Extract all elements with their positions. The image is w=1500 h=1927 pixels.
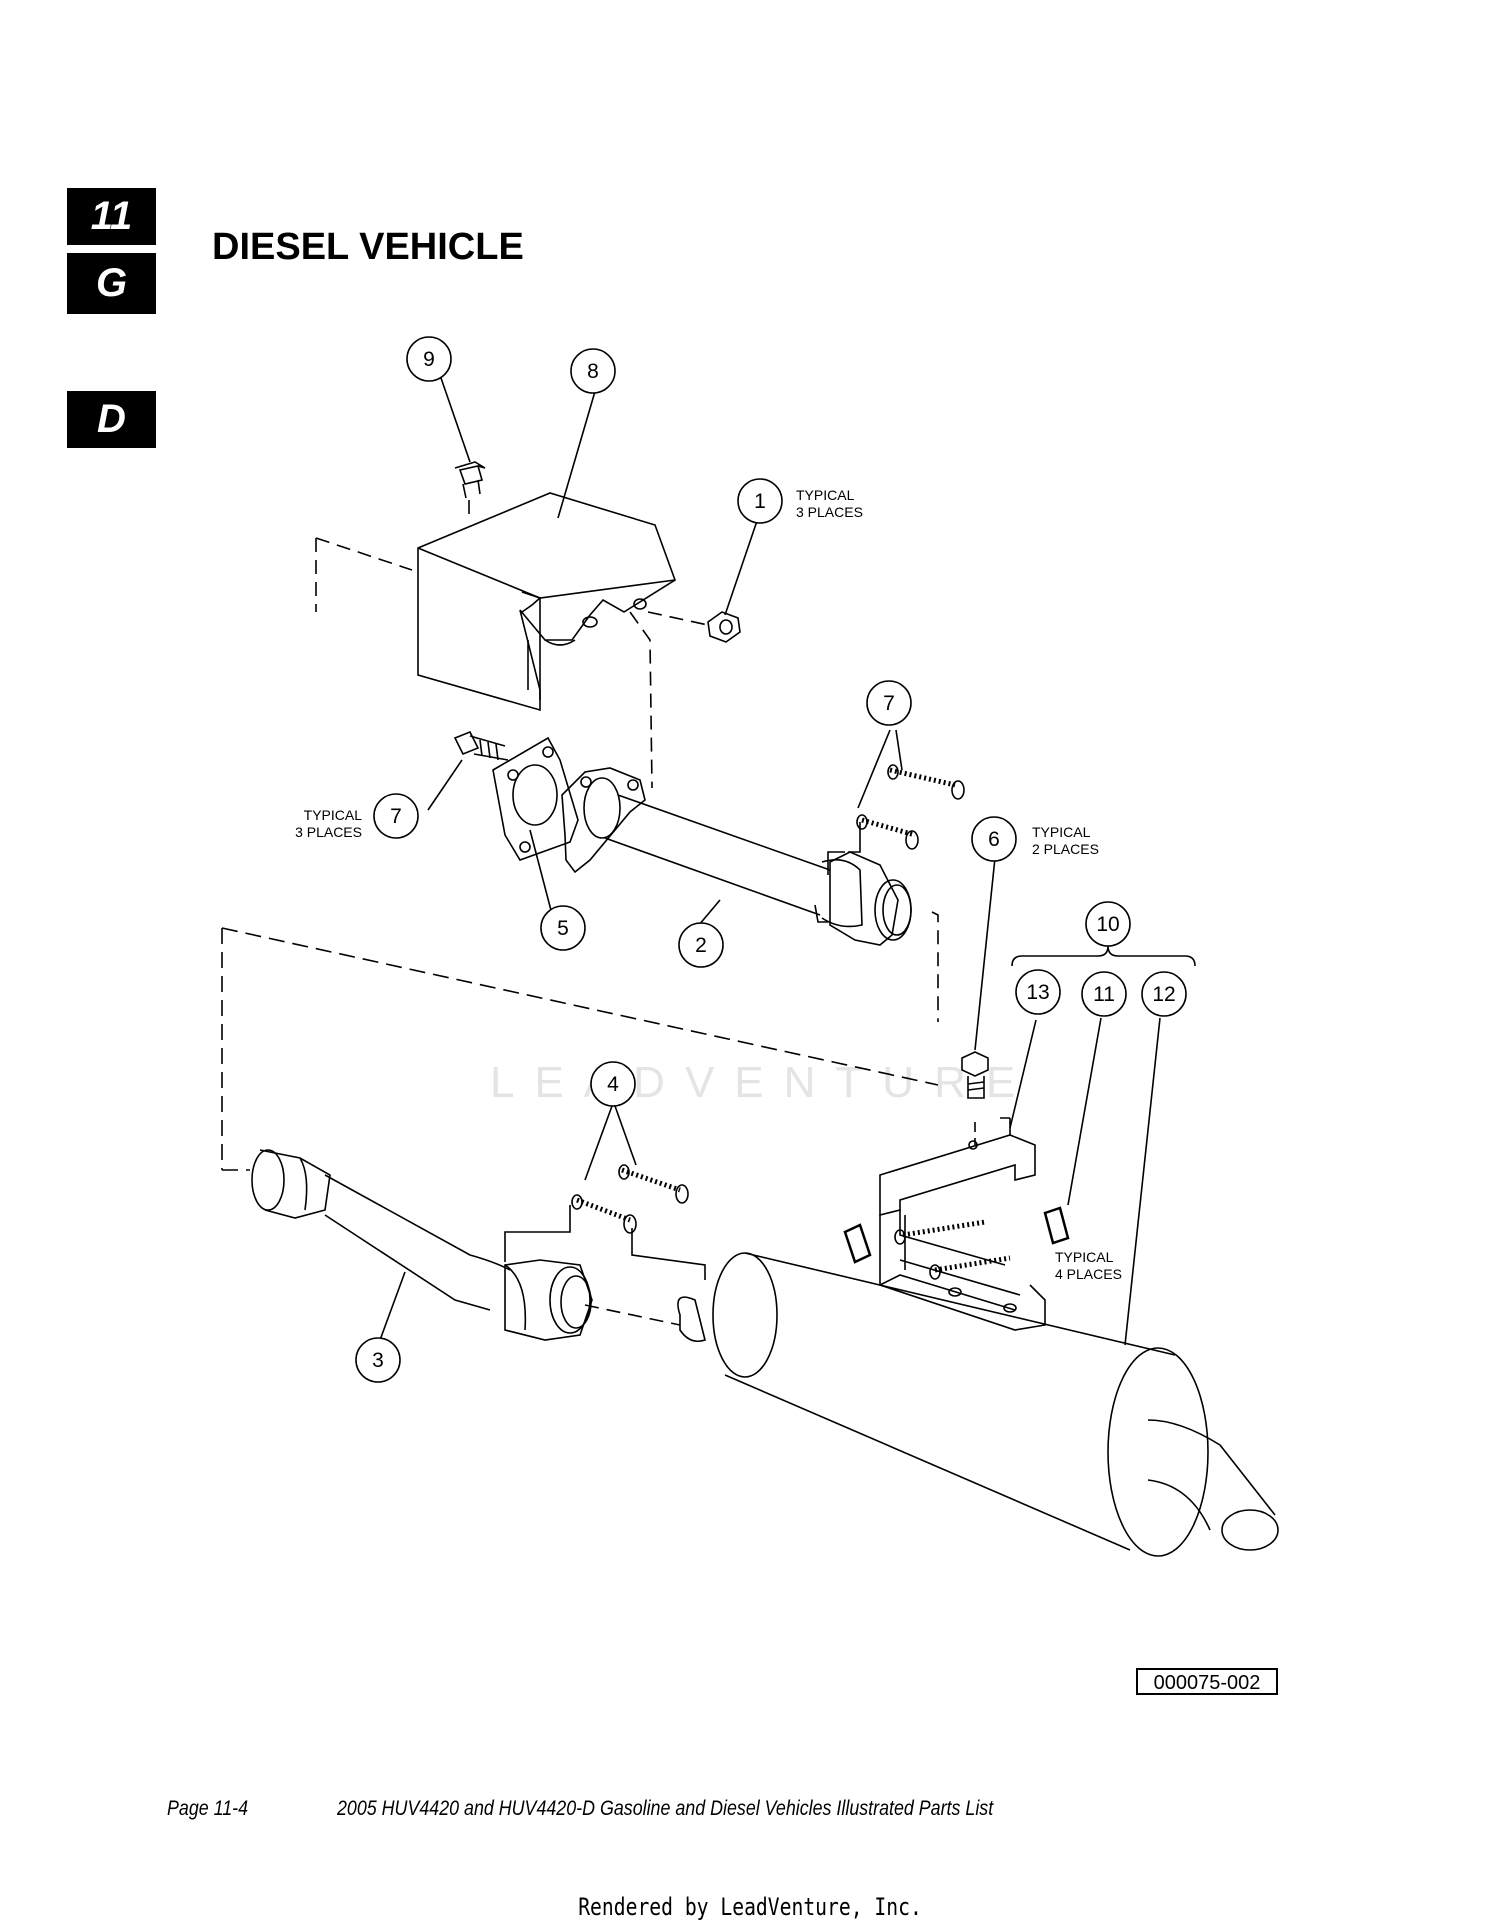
assembly-bracket — [1011, 945, 1196, 967]
heat-shield — [417, 492, 676, 712]
guide-lines — [315, 500, 709, 789]
callout-13: 13 — [1026, 981, 1049, 1004]
drawing-number: 000075-002 — [1136, 1668, 1278, 1695]
pipe-springs — [827, 764, 965, 875]
callout-circles — [355, 336, 1187, 1383]
callout-8: 8 — [587, 360, 599, 383]
note-7-line2: 3 PLACES — [295, 824, 362, 840]
shield-bolt — [454, 461, 486, 499]
note-1-line2: 3 PLACES — [796, 504, 863, 520]
flange-nut — [707, 611, 741, 643]
variant-tab: D — [67, 391, 156, 448]
note-1-line1: TYPICAL — [796, 487, 855, 503]
group-tab: G — [67, 253, 156, 314]
bracket-bolt — [961, 1051, 989, 1099]
muffler-springs — [504, 1164, 706, 1280]
callout-11: 11 — [1093, 983, 1115, 1006]
bracket-springs — [843, 1206, 1070, 1280]
callout-9: 9 — [423, 348, 435, 371]
note-11-line1: TYPICAL — [1055, 1249, 1114, 1265]
callout-10: 10 — [1096, 913, 1119, 936]
note-6-line2: 2 PLACES — [1032, 841, 1099, 857]
section-tab: 11 — [67, 188, 156, 245]
callout-2: 2 — [695, 934, 707, 957]
muffler-bracket — [879, 1117, 1046, 1331]
note-11-line2: 4 PLACES — [1055, 1266, 1122, 1282]
callout-1: 1 — [754, 490, 766, 513]
exhaust-gasket — [492, 736, 579, 861]
callout-5: 5 — [557, 917, 569, 940]
callout-4: 4 — [607, 1073, 619, 1096]
callout-7-lower: 7 — [390, 805, 402, 828]
page-title: DIESEL VEHICLE — [212, 226, 524, 268]
callout-7-upper: 7 — [883, 692, 895, 715]
footer-document-title: 2005 HUV4420 and HUV4420-D Gasoline and … — [337, 1797, 994, 1820]
note-6-line1: TYPICAL — [1032, 824, 1091, 840]
flange-bolt — [453, 730, 509, 761]
callout-12: 12 — [1152, 983, 1175, 1006]
front-exhaust-pipe — [561, 767, 912, 946]
muffler — [677, 1252, 1279, 1557]
leader-lines — [379, 377, 1161, 1346]
callout-6: 6 — [988, 828, 1000, 851]
note-7-line1: TYPICAL — [304, 807, 363, 823]
callout-3: 3 — [372, 1349, 384, 1372]
rendered-by-credit: Rendered by LeadVenture, Inc. — [578, 1893, 922, 1921]
footer-page-number: Page 11-4 — [167, 1797, 249, 1820]
pipe-guide — [221, 927, 939, 1171]
rear-exhaust-pipe — [251, 1149, 593, 1341]
